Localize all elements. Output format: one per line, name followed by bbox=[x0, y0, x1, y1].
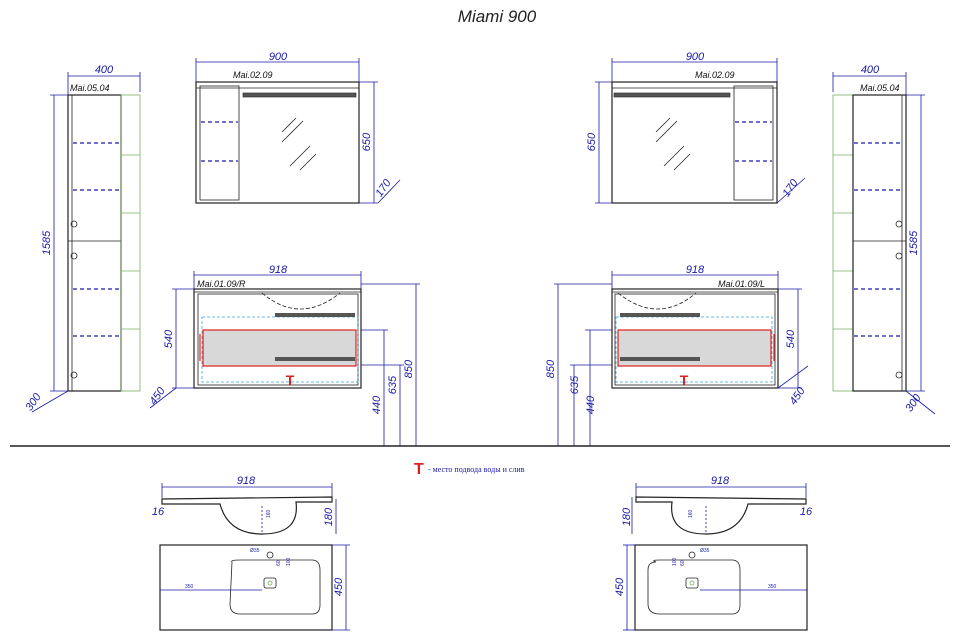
vanity-height-label-right: 540 bbox=[785, 329, 797, 348]
vanity-height-label: 540 bbox=[163, 329, 175, 348]
column-height-label-right: 1585 bbox=[908, 230, 920, 255]
vanity-width-label-right: 918 bbox=[686, 264, 705, 276]
top-depth-label: 450 bbox=[333, 577, 345, 596]
basin-width-label: 918 bbox=[237, 475, 256, 487]
hole-diameter-label-right: Ø35 bbox=[700, 548, 710, 554]
legend-text: - место подвода воды и слив bbox=[428, 465, 525, 474]
mirror-width-label-right: 900 bbox=[686, 51, 705, 63]
vanity-width-label: 918 bbox=[269, 264, 288, 276]
hole-diameter-label: Ø35 bbox=[250, 548, 260, 554]
column-width-label: 400 bbox=[95, 64, 114, 76]
legend-symbol: T bbox=[414, 461, 424, 478]
column-depth-label-right: 300 bbox=[903, 392, 924, 415]
offset-350-label-right: 350 bbox=[768, 584, 777, 590]
height-100-label-right: 100 bbox=[672, 557, 678, 566]
column-cabinet-right: 400 Mai.05.04 1585 300 bbox=[832, 64, 936, 415]
vanity-cabinet-right: 918 Mai.01.09/L T 540 450 440 635 850 bbox=[545, 264, 809, 446]
mirror-code-label-right: Mai.02.09 bbox=[695, 70, 735, 80]
top-depth-label-right: 450 bbox=[614, 577, 626, 596]
height-850-label-right: 850 bbox=[545, 359, 557, 378]
column-code-label-right: Mai.05.04 bbox=[860, 83, 900, 93]
vanity-depth-label: 450 bbox=[147, 385, 168, 408]
mirror-width-label: 900 bbox=[269, 51, 288, 63]
mirror-cabinet-right: 900 Mai.02.09 650 170 bbox=[586, 51, 806, 204]
height-635-label: 635 bbox=[387, 375, 399, 394]
mirror-depth-label: 170 bbox=[373, 177, 394, 200]
vanity-code-label: Mai.01.09/R bbox=[197, 279, 246, 289]
basin-section-left: 918 160 16 180 bbox=[152, 475, 337, 535]
column-cabinet-left: 400 Mai.05.04 1585 300 bbox=[23, 64, 141, 414]
height-635-label-right: 635 bbox=[569, 375, 581, 394]
column-width-label-right: 400 bbox=[861, 64, 880, 76]
basin-inner-label: 160 bbox=[266, 509, 272, 518]
basin-top-left: Ø35 60 100 350 450 bbox=[159, 544, 350, 631]
vanity-cabinet-left: 918 Mai.01.09/R T 540 450 440 635 850 bbox=[147, 264, 420, 446]
height-60-label: 60 bbox=[276, 560, 282, 566]
height-440-label: 440 bbox=[371, 395, 383, 414]
legend: T - место подвода воды и слив bbox=[414, 461, 525, 478]
mirror-height-label-right: 650 bbox=[586, 132, 598, 151]
column-code-label: Mai.05.04 bbox=[70, 83, 110, 93]
basin-depth-label-right: 180 bbox=[621, 507, 633, 526]
basin-section-right: 918 160 16 180 bbox=[621, 475, 813, 535]
vanity-code-label-right: Mai.01.09/L bbox=[718, 279, 765, 289]
svg-text:T: T bbox=[680, 372, 689, 388]
basin-depth-label: 180 bbox=[323, 507, 335, 526]
height-850-label: 850 bbox=[403, 359, 415, 378]
mirror-cabinet-left: 900 Mai.02.09 650 170 bbox=[195, 51, 401, 204]
svg-text:T: T bbox=[286, 372, 295, 388]
mirror-height-label: 650 bbox=[361, 132, 373, 151]
basin-top-right: Ø35 60 100 350 450 bbox=[614, 544, 808, 631]
basin-rim-label: 16 bbox=[152, 506, 165, 518]
mirror-code-label: Mai.02.09 bbox=[233, 70, 273, 80]
drawing-title: Miami 900 bbox=[458, 7, 537, 26]
basin-width-label-right: 918 bbox=[711, 475, 730, 487]
height-440-label-right: 440 bbox=[585, 395, 597, 414]
basin-inner-label-right: 160 bbox=[688, 509, 694, 518]
offset-350-label: 350 bbox=[185, 584, 194, 590]
height-60-label-right: 60 bbox=[680, 560, 686, 566]
column-height-label: 1585 bbox=[41, 230, 53, 255]
basin-rim-label-right: 16 bbox=[800, 506, 813, 518]
mirror-depth-label-right: 170 bbox=[780, 177, 801, 200]
column-depth-label: 300 bbox=[23, 391, 44, 414]
height-100-label: 100 bbox=[286, 557, 292, 566]
